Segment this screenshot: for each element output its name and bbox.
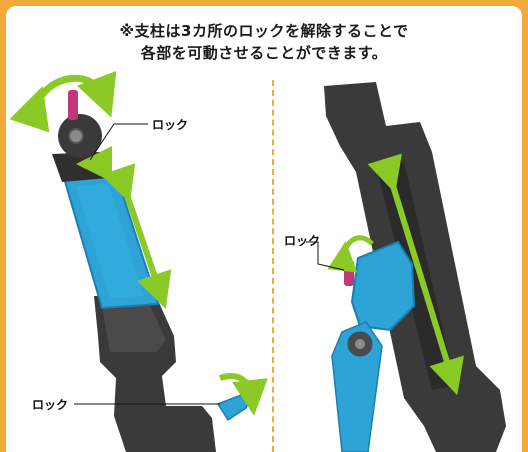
joint-screw (68, 128, 84, 144)
leader-line-top (89, 123, 148, 161)
rotate-arrow-icon (9, 70, 117, 133)
right-lock-label: ロック (284, 234, 321, 248)
right-joint-screw (355, 339, 365, 349)
left-top-lock-label: ロック (152, 118, 189, 132)
caption-line-1: ※支柱は3カ所のロックを解除することで (119, 22, 409, 40)
top-pin (68, 90, 78, 120)
instruction-panel: ※支柱は3カ所のロックを解除することで 各部を可動させることができます。 (6, 6, 522, 452)
lock-pin (81, 159, 91, 169)
leader-line-right (306, 241, 345, 271)
right-lock-pin (344, 260, 354, 286)
caption-line-2: 各部を可動させることができます。 (140, 44, 388, 62)
left-stand-figure (9, 70, 268, 452)
rotate-arrow-icon-bottom (219, 373, 268, 416)
illustration (9, 70, 506, 452)
right-double-arrow-icon (367, 153, 464, 396)
panel-divider (272, 80, 274, 452)
double-arrow-icon (101, 163, 172, 310)
caption: ※支柱は3カ所のロックを解除することで 各部を可動させることができます。 (6, 20, 522, 64)
left-bottom-lock-label: ロック (32, 398, 69, 412)
right-stand-figure (306, 82, 506, 452)
pillar-highlight (102, 306, 166, 352)
